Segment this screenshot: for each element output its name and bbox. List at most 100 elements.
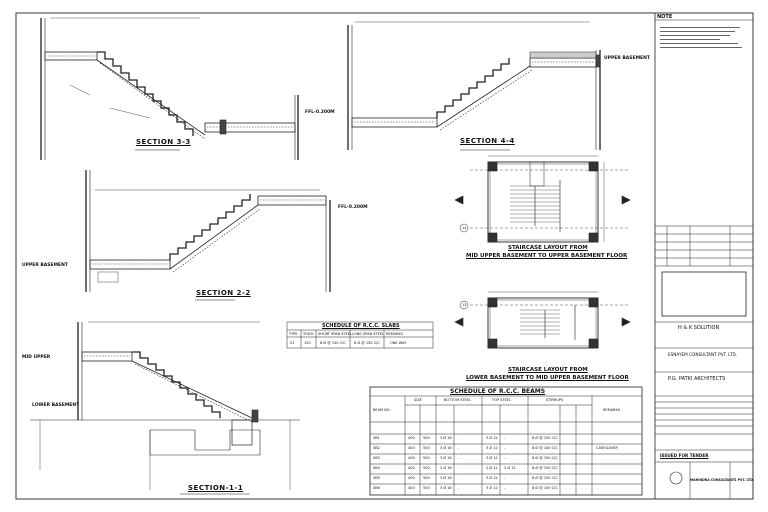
beam-cell: 8 Ø @ 150 C/C: [532, 436, 558, 440]
slab-schedule-grid: [286, 321, 434, 349]
beam-cell: 400: [408, 446, 415, 450]
beam-cell: 3 Ø 12: [486, 456, 498, 460]
section-4-4-drawing: [347, 21, 601, 151]
grid-bubble-13: 13: [462, 303, 467, 307]
slab-header-short: SHORT SPAN STEEL: [318, 332, 353, 336]
section-2-2-drawing: [85, 170, 331, 301]
note-line-1: [660, 27, 740, 28]
titleblock-grid: [655, 19, 753, 499]
note-line-5: [660, 43, 738, 44]
beam-cell: 2 Ø 16: [440, 466, 452, 470]
notes-text: [660, 24, 742, 51]
notes-header: NOTE: [657, 14, 673, 20]
beam-cell: 400: [408, 436, 415, 440]
beam-cell: SB6: [373, 486, 380, 490]
section-1-1-title: SECTION-1-1: [188, 484, 244, 492]
company-name: MAHINDRA CONSULTANTS PVT. LTD.: [690, 478, 754, 482]
section-4-4-title: SECTION 4-4: [460, 137, 515, 145]
beam-cell: 500: [423, 476, 430, 480]
note-line-2: [660, 31, 735, 32]
section-2-2-title: SECTION 2-2: [196, 289, 251, 297]
beam-cell: 500: [423, 486, 430, 490]
tender-stamp: ISSUED FOR TENDER: [660, 453, 709, 458]
beam-cell: 3 Ø 16: [440, 436, 452, 440]
beam-cell: SB2: [373, 446, 380, 450]
slab-schedule-title: SCHEDULE OF R.C.C. SLABS: [322, 323, 400, 329]
sheet-border: [15, 12, 754, 500]
beam-cell: -: [504, 436, 506, 440]
staircase-layout-1: [454, 155, 631, 243]
beam-cell: 3 Ø 16: [440, 446, 452, 450]
beam-cell: 500: [423, 446, 430, 450]
beam-cell: 3 Ø 12: [486, 436, 498, 440]
beam-header-size: SIZE: [414, 398, 422, 402]
beam-cell: 8 Ø @ 150 C/C: [532, 456, 558, 460]
beam-cell: 400: [408, 476, 415, 480]
beam-cell: -: [458, 466, 460, 470]
layout-2-title-line2: LOWER BASEMENT TO MID UPPER BASEMENT FLO…: [466, 375, 629, 381]
section-1-1-drawing: [30, 321, 300, 495]
beam-cell: -: [458, 476, 460, 480]
beam-cell: SB1: [373, 436, 380, 440]
lower-basement-label: LOWER BASEMENT: [32, 403, 80, 408]
client-name: H & K SOLUTION: [678, 325, 720, 331]
architect-name: P.G. PATKI ARCHITECTS: [668, 376, 726, 382]
beam-cell: -: [458, 446, 460, 450]
beam-cell: SB4: [373, 466, 380, 470]
beam-cell: 3 Ø 16: [440, 476, 452, 480]
beam-cell: SB3: [373, 456, 380, 460]
beam-cell: 8 Ø @ 150 C/C: [532, 486, 558, 490]
upper-basement-label-a: UPPER BASEMENT: [604, 56, 650, 61]
beam-schedule-grid: [369, 386, 643, 496]
beam-header-bottom: BOTTOM STEEL: [444, 398, 471, 402]
note-line-6: [660, 47, 742, 48]
beam-cell: 3 Ø 12: [486, 446, 498, 450]
consultant-name: ESNAYEM CONSULTANT PVT. LTD.: [668, 352, 738, 357]
slab-header-remarks: REMARKS: [386, 332, 404, 336]
slab-header-thick: THICK: [303, 332, 314, 336]
beam-schedule-title: SCHEDULE OF R.C.C. BEAMS: [450, 388, 546, 395]
beam-cell: 3 Ø 12: [486, 476, 498, 480]
grid-bubble-14: 14: [462, 226, 467, 230]
beam-header-no: BEAM NO.: [373, 408, 391, 412]
beam-cell: -: [458, 486, 460, 490]
slab-cell-thick: 150: [304, 341, 311, 345]
beam-cell: 500: [423, 436, 430, 440]
beam-cell: -: [504, 486, 506, 490]
beam-cell: 400: [408, 486, 415, 490]
layout-1-title-line2: MID UPPER BASEMENT TO UPPER BASEMENT FLO…: [466, 253, 628, 259]
slab-header-long: LONG SPAN STEEL: [352, 332, 384, 336]
slab-cell-short: 8 Ø @ 150 C/C: [320, 341, 346, 345]
slab-cell-remarks: ONE WAY: [390, 341, 407, 345]
beam-cell: 8 Ø @ 150 C/C: [532, 466, 558, 470]
beam-header-top: TOP STEEL: [492, 398, 511, 402]
beam-cell: SB5: [373, 476, 380, 480]
beam-header-remarks: REMARKS: [603, 408, 621, 412]
slab-cell-long: 8 Ø @ 150 C/C: [354, 341, 380, 345]
beam-cell: -: [504, 446, 506, 450]
mid-upper-label: MID UPPER: [22, 355, 51, 360]
beam-cell: 500: [423, 456, 430, 460]
beam-cell: CANTILEVER: [596, 446, 618, 450]
beam-cell: 2 Ø 12: [486, 466, 498, 470]
beam-header-stirrups: STIRRUPS: [546, 398, 564, 402]
layout-1-title-line1: STAIRCASE LAYOUT FROM: [508, 245, 588, 251]
staircase-layout-2: [454, 291, 631, 349]
beam-cell: 500: [423, 466, 430, 470]
beam-cell: 400: [408, 466, 415, 470]
beam-cell: -: [458, 456, 460, 460]
beam-cell: 3 Ø 16: [440, 456, 452, 460]
section-3-3-drawing: [40, 17, 299, 160]
beam-cell: 3 Ø 16: [440, 486, 452, 490]
beam-cell: 8 Ø @ 150 C/C: [532, 476, 558, 480]
ffl-label-b: FFL-0.200M: [338, 205, 368, 210]
beam-cell: 400: [408, 456, 415, 460]
note-line-4: [660, 39, 720, 40]
layout-2-title-line1: STAIRCASE LAYOUT FROM: [508, 367, 588, 373]
beam-cell: -: [458, 436, 460, 440]
beam-cell: -: [504, 456, 506, 460]
ffl-label-a: FFL-0.200M: [305, 110, 335, 115]
section-3-3-title: SECTION 3-3: [136, 138, 191, 146]
